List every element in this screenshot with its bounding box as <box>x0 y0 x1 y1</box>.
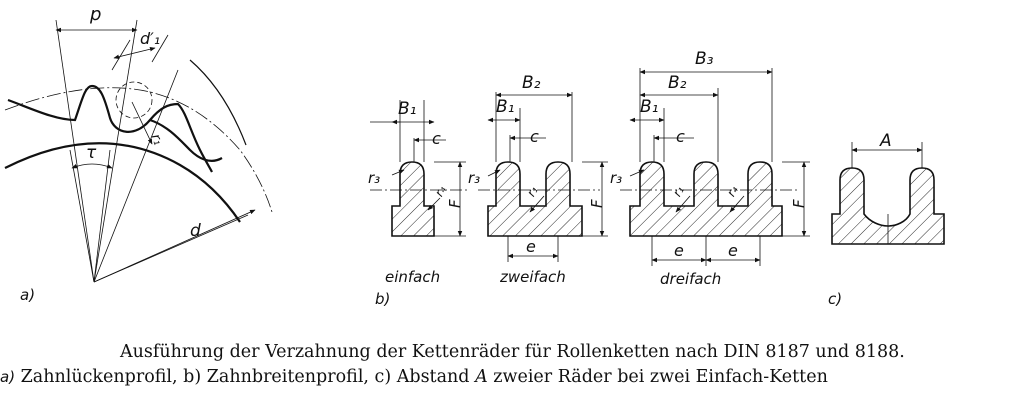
label-r1-double: r₁ <box>524 183 541 199</box>
label-dreifach: dreifach <box>660 270 721 288</box>
label-b3-triple: B₃ <box>695 49 714 69</box>
label-d1-prime: d′₁ <box>140 29 160 48</box>
label-a: a) <box>20 286 35 304</box>
label-r1-a: r₁ <box>148 132 166 147</box>
label-r4-single: r₄ <box>432 183 449 199</box>
label-d: d <box>190 221 201 241</box>
caption-a-symbol: A <box>475 367 488 387</box>
panel-c-distance: A c) <box>828 131 945 308</box>
label-c-single: c <box>432 129 441 148</box>
panel-b-double: B₂ B₁ c r₃ r₁ F e zweifach <box>468 73 608 286</box>
label-e-triple-2: e <box>728 241 738 260</box>
label-einfach: einfach <box>385 268 440 286</box>
label-b: b) <box>375 290 390 308</box>
label-c: c) <box>828 290 842 308</box>
label-c-double: c <box>530 127 539 146</box>
caption-line-2-text: Zahnlückenprofil, b) Zahnbreitenprofil, … <box>15 367 476 387</box>
label-f-double: F <box>588 199 606 208</box>
label-e-triple-1: e <box>674 241 684 260</box>
label-b2-double: B₂ <box>522 73 541 93</box>
panel-b-single: B₁ c r₃ r₄ F einfach b) <box>368 99 470 308</box>
label-r3-double: r₃ <box>468 169 480 187</box>
label-b1-double: B₁ <box>496 97 514 117</box>
label-f-triple: F <box>790 199 808 208</box>
label-r1-triple: r₁ <box>670 183 687 199</box>
sprocket-diagram: p d′₁ r₁ τ d a) B₁ c r₃ r₄ F einfach b) <box>4 4 945 308</box>
panel-a-tooth-gap-profile: p d′₁ r₁ τ d a) <box>4 4 273 304</box>
label-a-distance: A <box>879 131 892 151</box>
caption-line-2: a) Zahnlückenprofil, b) Zahnbreitenprofi… <box>0 367 828 387</box>
caption-a-marker: a) <box>0 368 16 386</box>
caption-line-2-end: zweier Räder bei zwei Einfach-Ketten <box>487 367 828 387</box>
panel-b-triple: B₃ B₂ B₁ c r₃ r₁ r₄ F e e dreifach <box>610 49 810 288</box>
label-c-triple: c <box>676 127 685 146</box>
caption-line-1: Ausführung der Verzahnung der Kettenräde… <box>120 342 905 362</box>
label-r4-triple: r₄ <box>724 183 741 199</box>
label-r3-triple: r₃ <box>610 169 622 187</box>
label-e-double: e <box>526 237 536 256</box>
label-r3-single: r₃ <box>368 169 380 187</box>
label-b1-single: B₁ <box>398 99 416 119</box>
label-b2-triple: B₂ <box>668 73 687 93</box>
label-p: p <box>89 4 101 25</box>
label-b1-triple: B₁ <box>640 97 658 117</box>
label-tau: τ <box>86 143 97 163</box>
label-f-single: F <box>446 199 464 208</box>
label-zweifach: zweifach <box>499 268 566 286</box>
